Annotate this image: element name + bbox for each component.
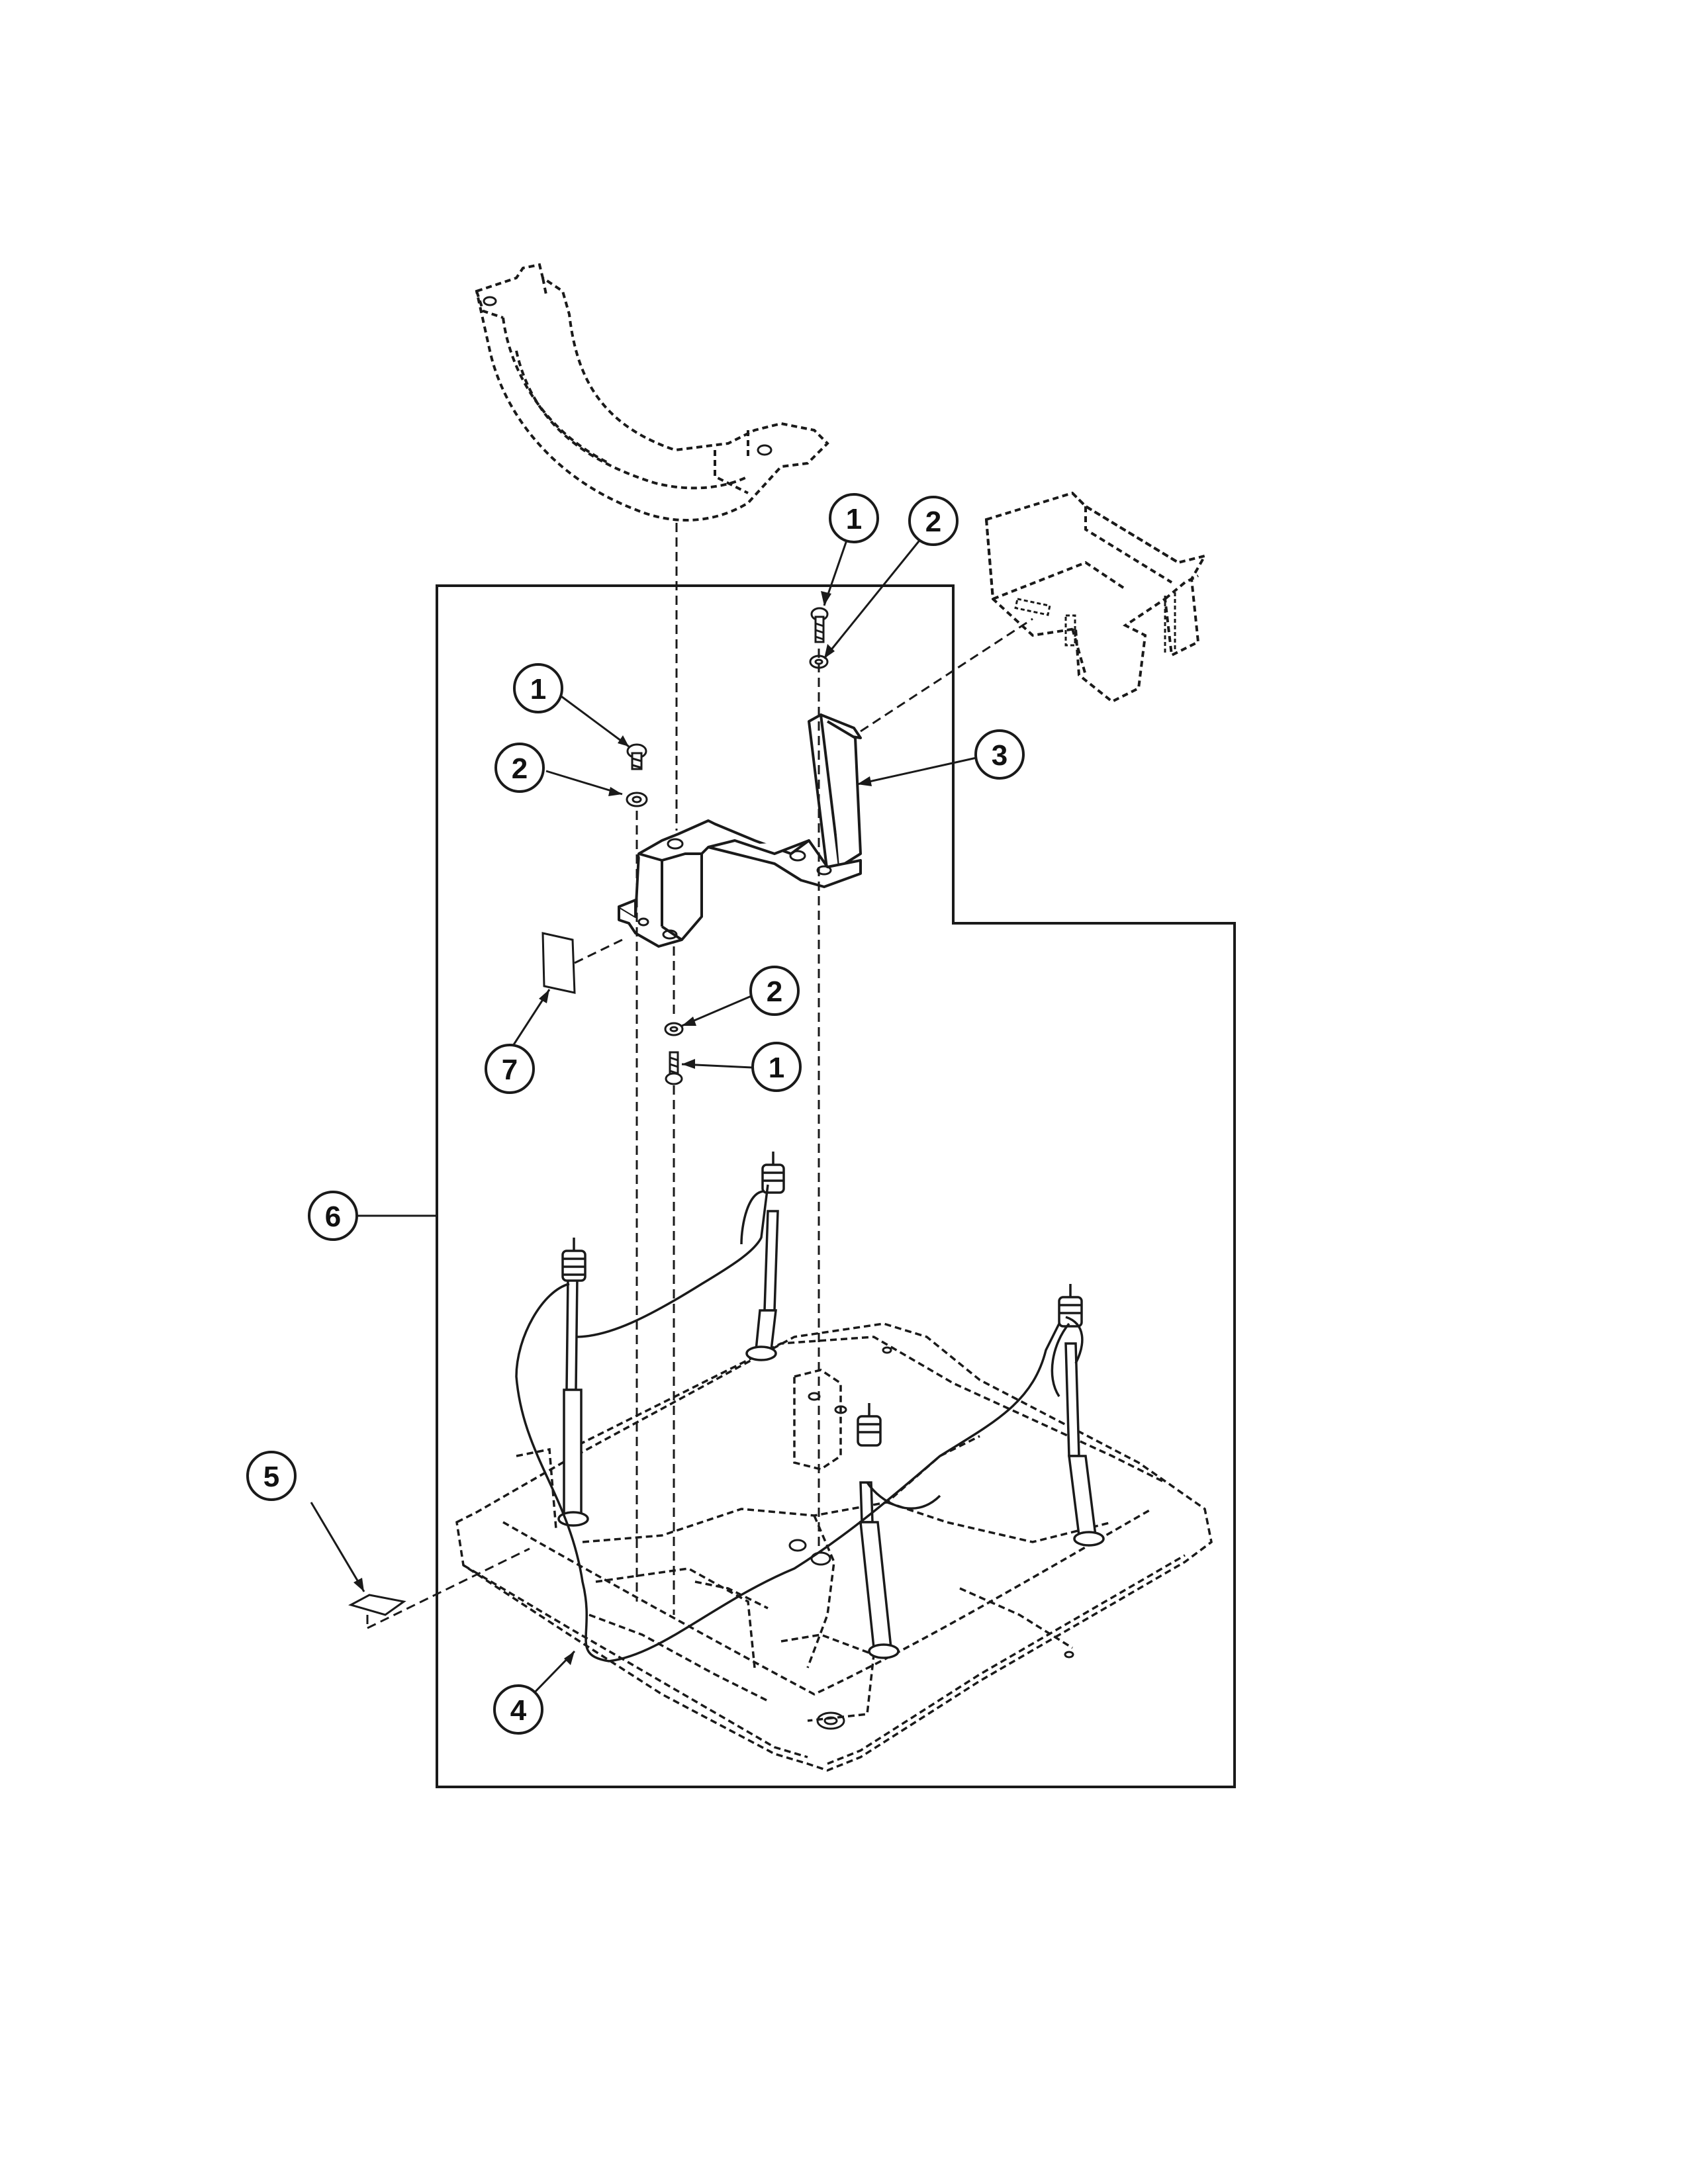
callout-2-bottom: 2 — [749, 966, 800, 1016]
svg-text:2: 2 — [512, 752, 528, 785]
callout-7-label: 7 — [485, 1044, 535, 1094]
screw-bottom — [665, 1051, 683, 1085]
callout-2-top-left: 2 — [494, 743, 545, 793]
svg-text:2: 2 — [767, 976, 782, 1008]
svg-text:5: 5 — [263, 1461, 279, 1493]
callout-1-bottom: 1 — [751, 1042, 802, 1092]
washer-bottom — [664, 1022, 684, 1036]
upper-right-bracket-slots — [1014, 592, 1176, 655]
washer-top-left — [626, 792, 648, 807]
svg-text:3: 3 — [992, 739, 1008, 772]
wire-harness — [515, 1184, 1084, 1662]
callout-6-group: 6 — [308, 1191, 358, 1241]
svg-text:7: 7 — [502, 1054, 518, 1086]
screw-top-right — [810, 607, 829, 643]
callout-5-tag: 5 — [246, 1451, 297, 1501]
small-tag — [348, 1594, 406, 1616]
leader-arrowheads — [353, 591, 872, 1665]
screw-top-left — [626, 743, 647, 770]
svg-text:6: 6 — [325, 1201, 341, 1233]
mounting-bracket — [618, 713, 862, 948]
svg-text:2: 2 — [925, 506, 941, 538]
suspension-rods — [557, 1152, 1105, 1659]
base-frame-holes — [788, 1346, 1074, 1730]
upper-brace-holes — [483, 296, 773, 456]
label-square — [541, 932, 576, 994]
alignment-lines — [366, 523, 1033, 1629]
svg-text:1: 1 — [769, 1052, 784, 1084]
svg-text:1: 1 — [530, 673, 546, 705]
callout-3-bracket: 3 — [974, 729, 1025, 780]
callout-2-top-right: 2 — [908, 496, 959, 546]
assembly-group-outline — [436, 584, 1236, 1788]
bracket-holes — [637, 838, 832, 940]
callout-1-top-left: 1 — [513, 663, 563, 713]
callout-1-top-right: 1 — [829, 493, 879, 543]
svg-text:4: 4 — [510, 1694, 527, 1727]
upper-right-bracket-reference — [984, 491, 1208, 704]
upper-brace-reference — [475, 263, 829, 522]
svg-text:1: 1 — [846, 503, 862, 535]
callout-4-harness: 4 — [493, 1684, 543, 1735]
